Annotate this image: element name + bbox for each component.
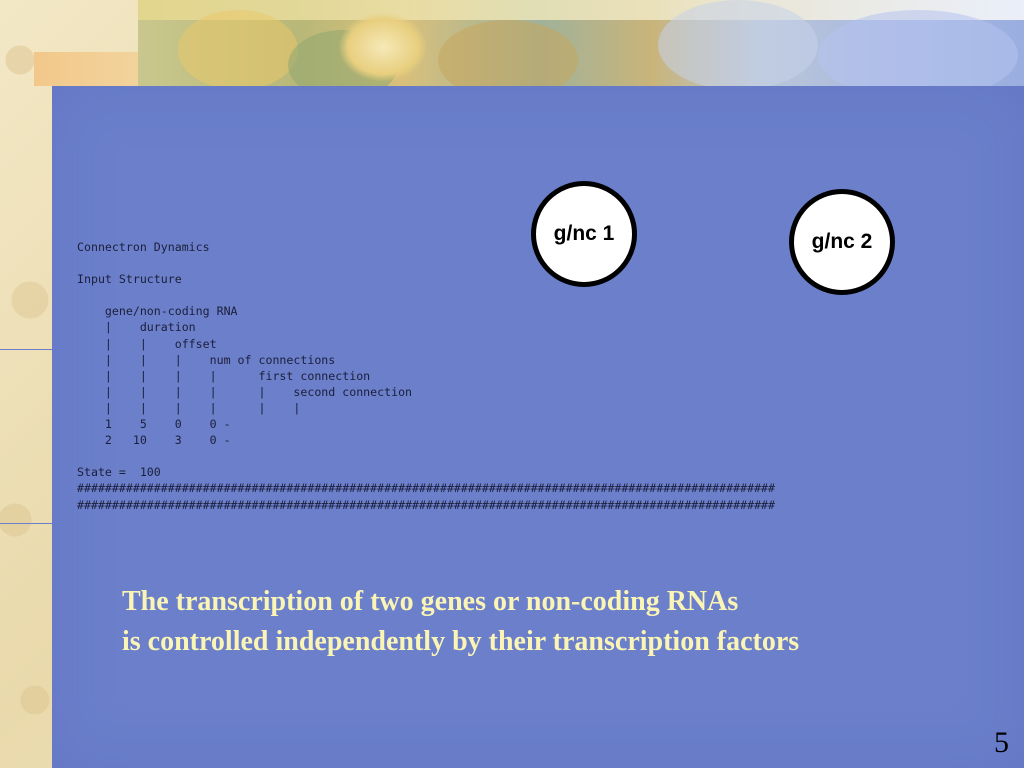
- left-divider-line: [0, 523, 52, 524]
- left-divider-line: [0, 349, 52, 350]
- code-line: 2 10 3 0 -: [77, 433, 231, 448]
- code-line: State = 100: [77, 465, 161, 480]
- code-line: | | | | | |: [77, 400, 301, 415]
- gene-node-2: g/nc 2: [789, 189, 895, 295]
- banner-leaf-shape: [438, 20, 578, 86]
- caption-line: The transcription of two genes or non-co…: [122, 586, 739, 617]
- banner-leaf-shape: [178, 10, 298, 86]
- code-line: Input Structure: [77, 272, 182, 287]
- gene-node-label: g/nc 2: [811, 230, 873, 253]
- caption-line: is controlled independently by their tra…: [122, 626, 800, 657]
- code-line: | | | | first connection: [77, 368, 371, 383]
- page-number: 5: [994, 726, 1009, 759]
- code-line: | | offset: [77, 336, 217, 351]
- code-line: 1 5 0 0 -: [77, 417, 231, 432]
- slide-caption: The transcription of two genes or non-co…: [122, 582, 799, 662]
- code-line: Connectron Dynamics: [77, 240, 210, 254]
- code-line: gene/non-coding RNA: [77, 304, 238, 319]
- banner-flower-shape: [658, 0, 818, 86]
- connectron-code-listing: Connectron Dynamics Input Structure gene…: [77, 239, 775, 513]
- code-line: | | | | | second connection: [77, 384, 413, 399]
- code-line: | | | num of connections: [77, 352, 336, 367]
- gene-node-1: g/nc 1: [531, 181, 637, 287]
- decorative-banner: [138, 0, 1024, 86]
- banner-leaf-shape: [338, 12, 428, 82]
- code-line: ########################################…: [77, 497, 776, 512]
- code-line: | duration: [77, 320, 196, 335]
- code-line: ########################################…: [77, 481, 776, 496]
- banner-flower-shape: [818, 10, 1018, 86]
- gene-node-label: g/nc 1: [553, 222, 615, 245]
